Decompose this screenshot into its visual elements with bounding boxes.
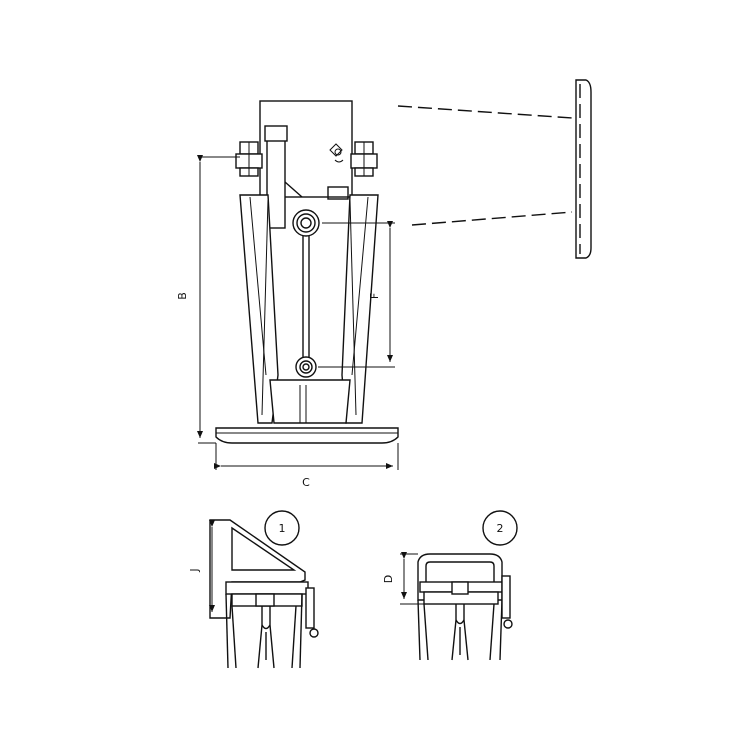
view-1-side-knob xyxy=(309,628,319,638)
view-1-fork-joint xyxy=(261,624,271,630)
view-2-fork-left xyxy=(451,604,457,661)
view-1-fork-right xyxy=(269,606,275,669)
right-bolt xyxy=(350,141,378,177)
view-2-leg-left xyxy=(423,603,429,661)
view-2-leg-left-outer xyxy=(417,599,421,661)
view-1-nut xyxy=(255,593,275,607)
view-2-circle xyxy=(482,510,518,546)
lock-icon xyxy=(329,143,344,163)
view-1-leg-right xyxy=(291,605,297,669)
plate-diagonal xyxy=(284,181,303,198)
callout-bottom xyxy=(411,211,573,226)
view-1-leg-left-outer xyxy=(225,593,229,669)
view-2-side-rod xyxy=(501,575,511,619)
base-plate xyxy=(215,427,399,444)
view-2-fork-right xyxy=(463,604,469,661)
view-1-side-rod xyxy=(305,587,315,629)
detail-panel xyxy=(397,79,592,259)
callout-top xyxy=(397,105,573,119)
jaw-block xyxy=(269,379,351,424)
spindle-head xyxy=(264,125,288,142)
view-2-fork-joint xyxy=(455,619,465,625)
dim-b-label: B xyxy=(176,292,189,300)
upper-pivot xyxy=(292,209,320,237)
view-1-label: 1 xyxy=(279,522,286,535)
left-bolt xyxy=(235,141,263,177)
view-2-leg-right xyxy=(489,603,495,661)
view-1-window xyxy=(231,526,297,571)
view-2-label: 2 xyxy=(497,522,504,535)
view-1: 1 J xyxy=(188,510,319,669)
dim-d-label: D xyxy=(382,575,395,583)
right-arm-inner xyxy=(351,196,369,376)
plate-block xyxy=(327,186,349,200)
lower-pivot xyxy=(295,356,317,378)
left-arm-inner xyxy=(249,196,267,376)
view-2-u-bracket xyxy=(417,553,503,601)
detail-frame xyxy=(575,79,592,259)
view-1-leg-right-outer xyxy=(299,593,303,669)
view-2-side-knob xyxy=(503,619,513,629)
view-1-fork-left xyxy=(257,606,263,669)
dim-c-label: C xyxy=(302,476,310,489)
dimension-c: C xyxy=(214,443,399,489)
main-puller-view xyxy=(215,100,399,444)
view-2-nut xyxy=(451,581,469,595)
view-2: 2 D xyxy=(382,510,518,661)
view-1-top-bar xyxy=(225,581,309,595)
dimension-f: F xyxy=(318,221,395,368)
dim-f-label: F xyxy=(368,293,381,299)
dim-j-label: J xyxy=(188,568,201,572)
dimension-b: B xyxy=(176,155,240,444)
left-arm-inner-2 xyxy=(261,199,269,416)
view-1-leg-left xyxy=(231,605,237,669)
view-1-circle xyxy=(264,510,300,546)
right-arm-inner-2 xyxy=(349,199,357,416)
